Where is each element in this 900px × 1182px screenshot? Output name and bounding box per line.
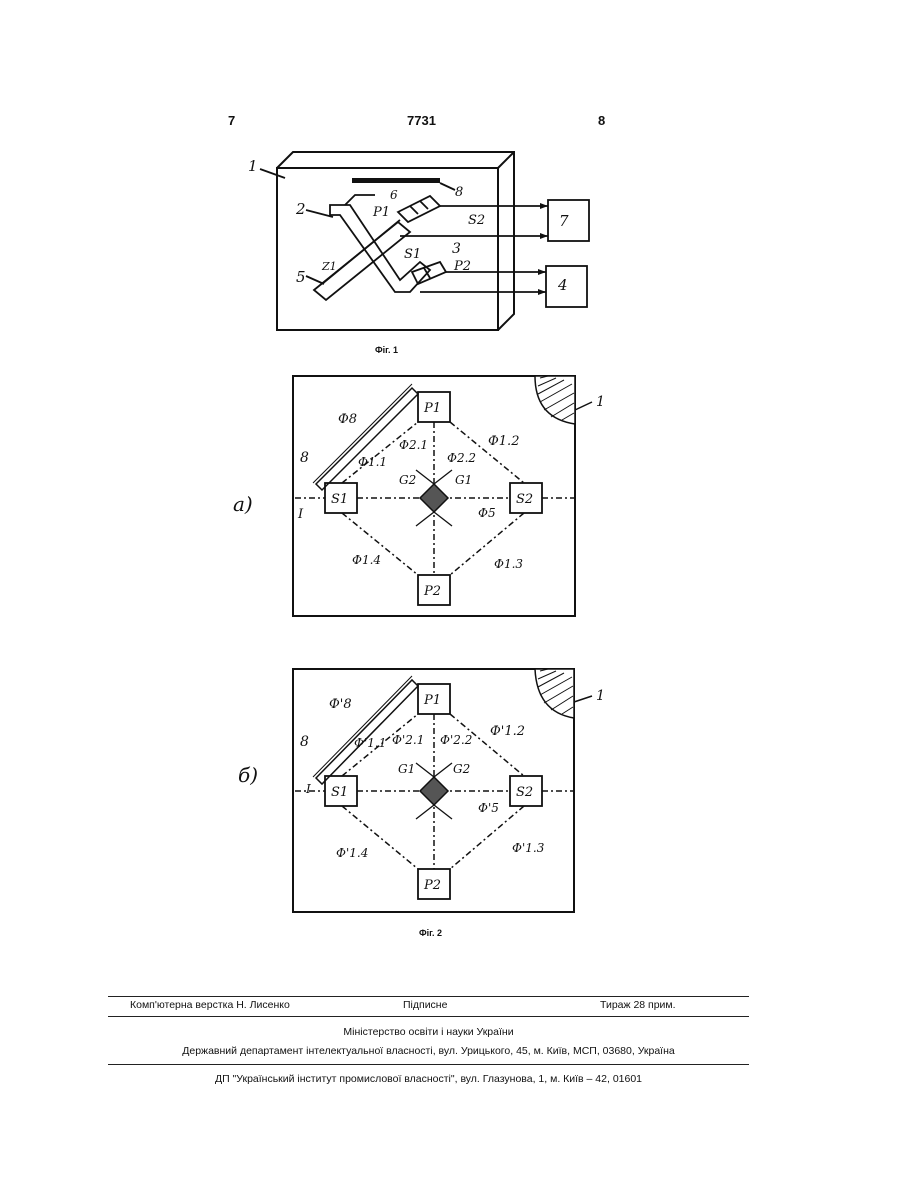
footer-rule-bottom	[108, 1064, 749, 1065]
figure-2-caption: Фіг. 2	[419, 928, 442, 938]
label-1-b: 1	[596, 688, 605, 704]
box-p2-b: P2	[423, 878, 441, 893]
label-g2-b: G2	[453, 762, 470, 776]
label-f14-b: Ф'1.4	[336, 846, 368, 860]
print-run: Тираж 28 прим.	[600, 999, 676, 1011]
label-i-b: I	[305, 782, 311, 796]
typesetting-credit: Комп'ютерна верстка Н. Лисенко	[130, 999, 290, 1011]
signed-label: Підписне	[403, 999, 447, 1011]
label-f5-b: Ф'5	[478, 801, 499, 815]
label-f12-b: Ф'1.2	[490, 724, 525, 739]
institute-line: ДП "Український інститут промислової вла…	[108, 1073, 749, 1085]
label-8-b: 8	[300, 734, 309, 750]
label-f13-b: Ф'1.3	[512, 841, 545, 855]
label-f8-b: Ф'8	[329, 697, 352, 712]
label-f22-b: Ф'2.2	[440, 733, 472, 747]
box-s2-b: S2	[516, 785, 533, 800]
label-g1-b: G1	[398, 762, 415, 776]
footer-rule-top	[108, 996, 749, 997]
ministry-line: Міністерство освіти і науки України	[108, 1026, 749, 1038]
box-p1-b: P1	[423, 693, 441, 708]
box-s1-b: S1	[331, 785, 348, 800]
footer-rule-mid	[108, 1016, 749, 1017]
department-line: Державний департамент інтелектуальної вл…	[108, 1045, 749, 1057]
label-f21-b: Ф'2.1	[392, 733, 424, 747]
label-f11-b: Ф'1.1	[354, 736, 386, 750]
